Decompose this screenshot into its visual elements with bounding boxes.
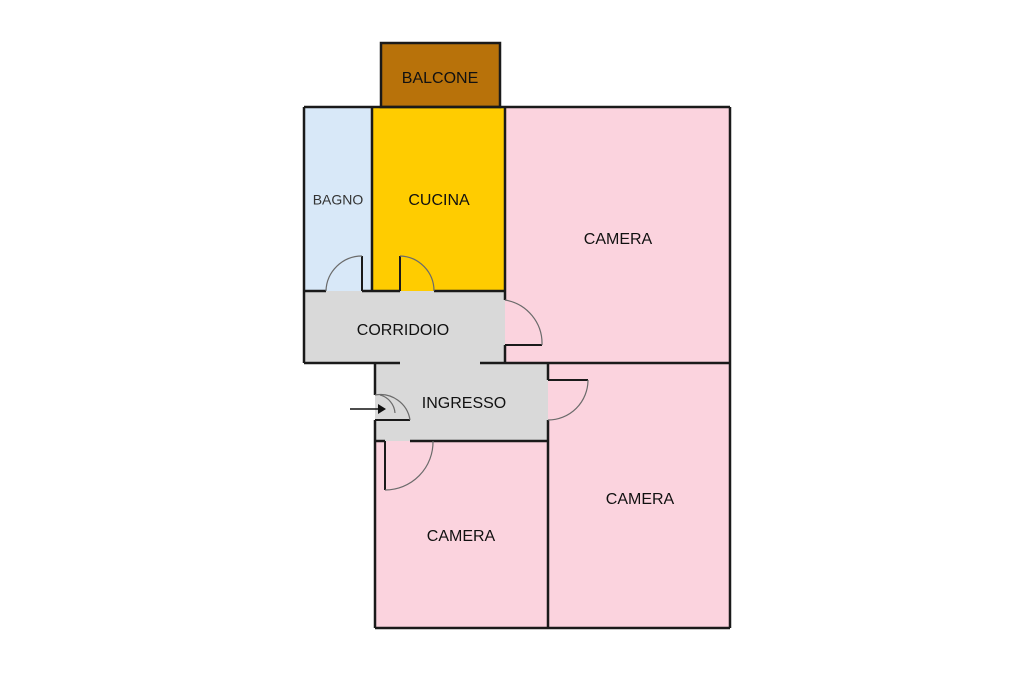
label-corridoio: CORRIDOIO: [357, 322, 449, 339]
label-camera-top: CAMERA: [584, 231, 653, 248]
label-balcone: BALCONE: [402, 70, 478, 87]
room-bagno: [304, 107, 372, 291]
room-ingresso: [375, 363, 548, 441]
label-camera-bottom: CAMERA: [427, 528, 496, 545]
room-cucina: [372, 107, 505, 291]
room-corridoio: [304, 291, 505, 363]
room-balcone: [381, 43, 500, 107]
label-bagno: BAGNO: [313, 192, 364, 208]
doors: [325, 255, 589, 491]
label-ingresso: INGRESSO: [422, 395, 506, 412]
room-camera-top: [505, 107, 730, 363]
label-cucina: CUCINA: [408, 192, 470, 209]
room-camera-right: [548, 363, 730, 628]
label-camera-right: CAMERA: [606, 491, 675, 508]
walls: [302, 41, 732, 630]
right-arrow-icon: [350, 404, 386, 414]
room-camera-bottom: [375, 441, 548, 628]
